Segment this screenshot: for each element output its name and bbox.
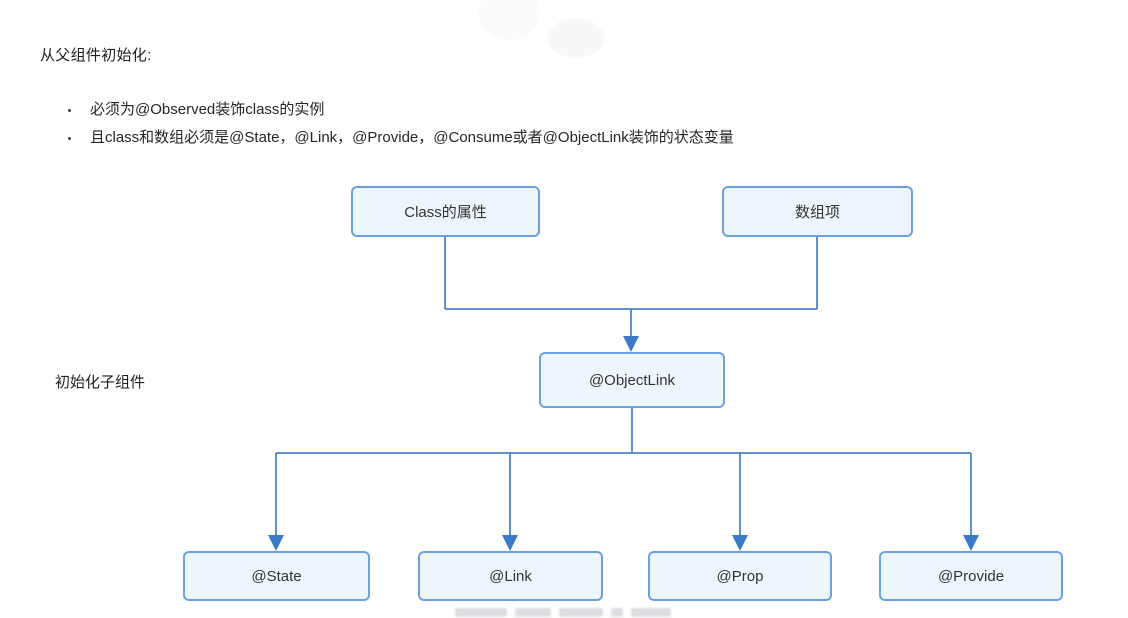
node-prop: @Prop xyxy=(648,551,832,601)
node-array-item: 数组项 xyxy=(722,186,913,237)
node-provide: @Provide xyxy=(879,551,1063,601)
node-objectlink: @ObjectLink xyxy=(539,352,725,408)
connector-top-join xyxy=(444,237,818,338)
arrow-down-icon xyxy=(623,336,639,352)
bullet-item: 且class和数组必须是@State，@Link，@Provide，@Consu… xyxy=(62,124,734,152)
faded-watermark-blob xyxy=(478,0,540,40)
arrow-down-icon xyxy=(268,535,284,551)
bullet-item: 必须为@Observed装饰class的实例 xyxy=(62,96,734,124)
faded-watermark-blob xyxy=(548,18,604,58)
node-link: @Link xyxy=(418,551,603,601)
side-label-init-child: 初始化子组件 xyxy=(55,374,146,391)
arrow-down-icon xyxy=(963,535,979,551)
bullet-list: 必须为@Observed装饰class的实例 且class和数组必须是@Stat… xyxy=(62,96,734,152)
page-title: 从父组件初始化: xyxy=(40,47,152,64)
bottom-watermark xyxy=(455,608,755,618)
arrow-down-icon xyxy=(732,535,748,551)
connector-fanout xyxy=(275,408,972,537)
node-state: @State xyxy=(183,551,370,601)
arrow-down-icon xyxy=(502,535,518,551)
node-class-property: Class的属性 xyxy=(351,186,540,237)
